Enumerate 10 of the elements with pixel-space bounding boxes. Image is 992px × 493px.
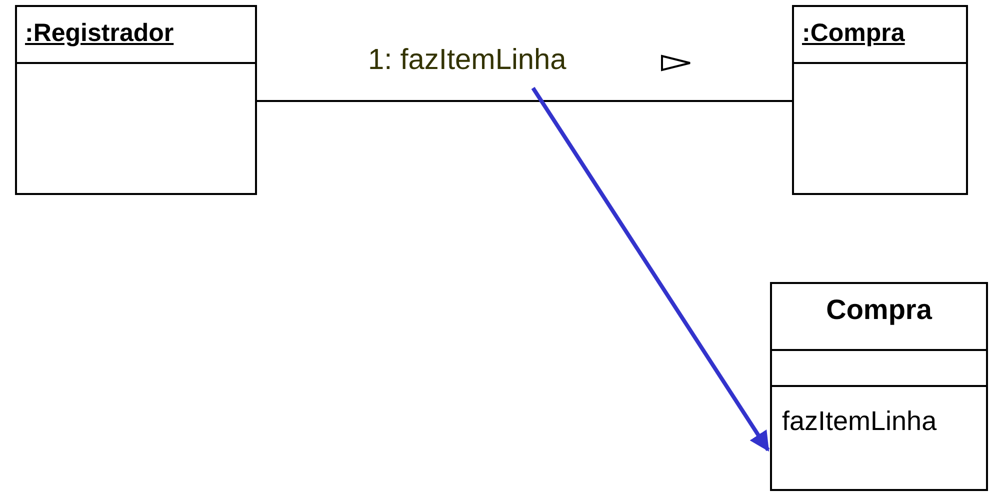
- operation-name: fazItemLinha: [782, 406, 937, 437]
- class-name: Compra: [826, 294, 932, 326]
- object-name: :Compra: [802, 19, 905, 48]
- object-box: [792, 5, 968, 195]
- association-line: [257, 100, 792, 102]
- object-name: :Registrador: [25, 19, 174, 48]
- class-box: [770, 282, 988, 491]
- pointer-arrow: [531, 86, 770, 452]
- object-box: [15, 5, 257, 195]
- message-label: 1: fazItemLinha: [368, 44, 566, 77]
